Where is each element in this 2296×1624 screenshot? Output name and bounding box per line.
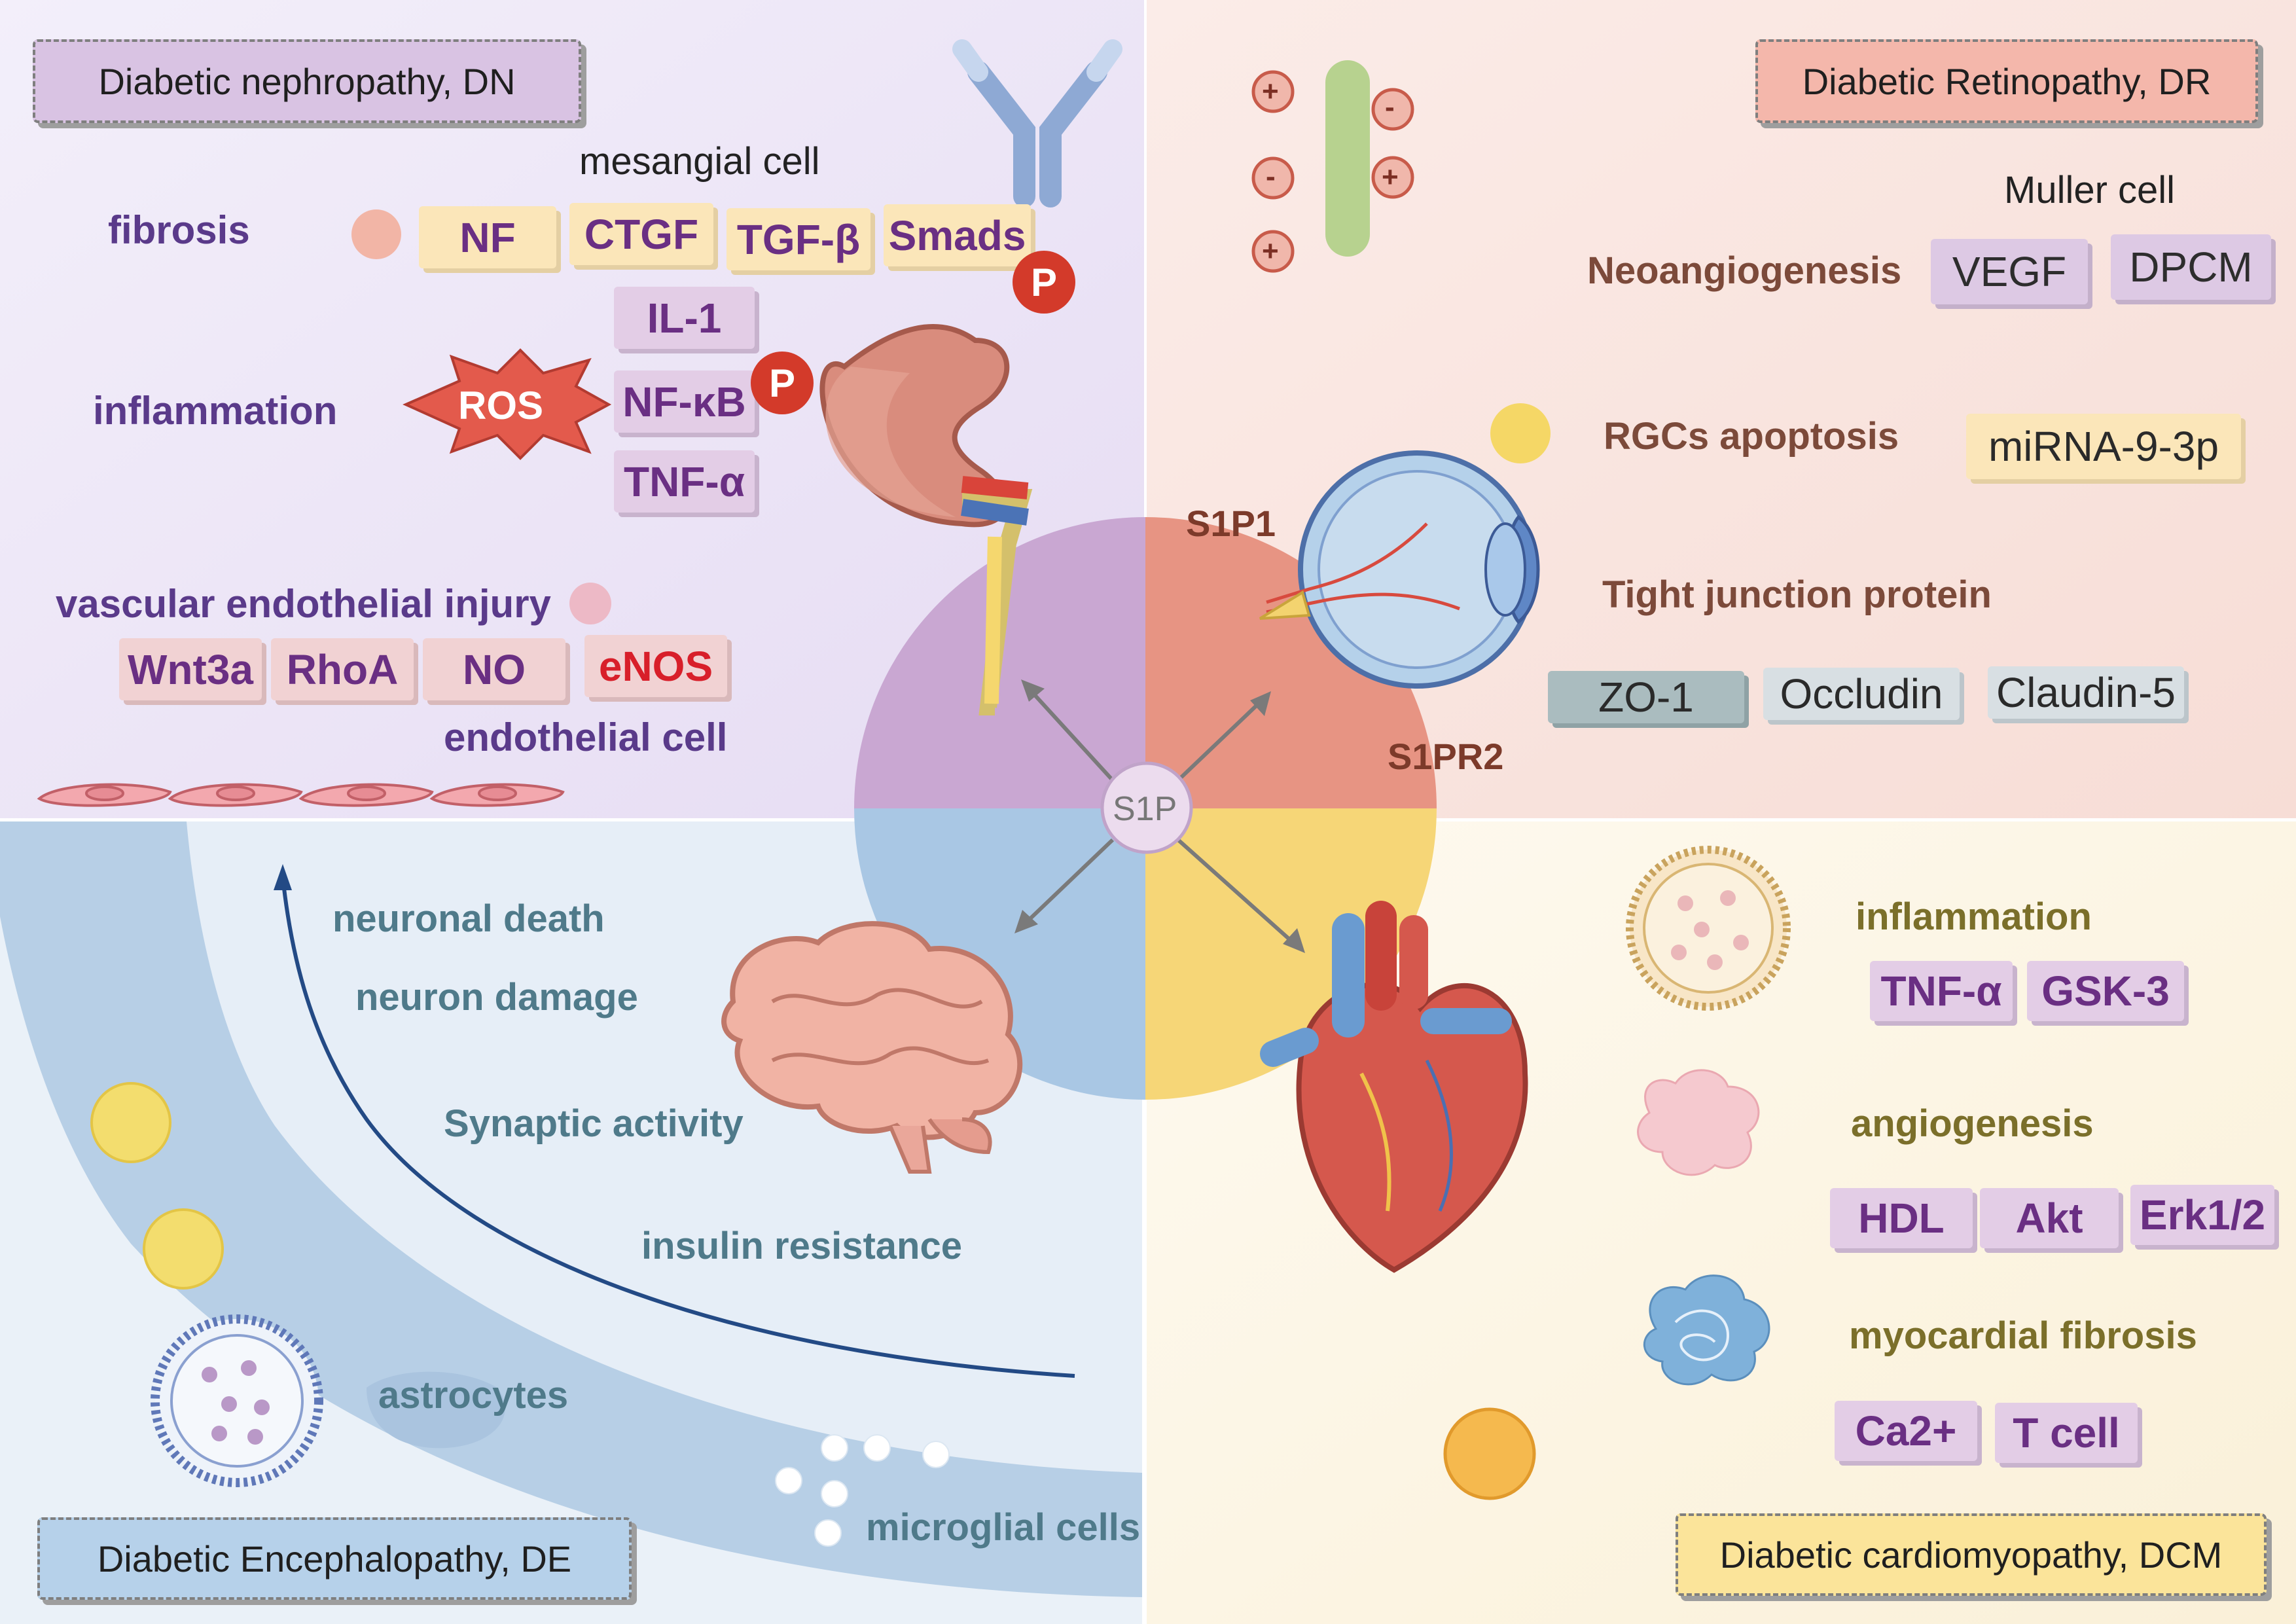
eye-icon (1259, 450, 1540, 689)
dn-inflammation-label: inflammation (93, 389, 338, 433)
mesangial-cell-label: mesangial cell (579, 140, 820, 183)
dr-title: Diabetic Retinopathy, DR (1755, 39, 2258, 123)
neuron-damage-label: neuron damage (355, 976, 638, 1019)
ca2-marker: Ca2+ (1835, 1401, 1977, 1461)
yellow-ball-1 (90, 1082, 171, 1163)
orange-ball (1443, 1407, 1536, 1500)
ros-label: ROS (458, 384, 544, 427)
dn-title: Diabetic nephropathy, DN (33, 39, 581, 123)
synaptic-activity-label: Synaptic activity (444, 1102, 744, 1145)
rgc-dot (1490, 403, 1551, 463)
rhoa-marker: RhoA (271, 638, 414, 700)
kidney-icon (819, 324, 1033, 715)
dpcm-marker: DPCM (2111, 234, 2271, 300)
dcm-tnfa-marker: TNF-α (1870, 961, 2013, 1021)
center-arrows (1022, 687, 1296, 946)
muller-cell-label: Muller cell (2004, 169, 2176, 211)
no-marker: NO (423, 638, 565, 700)
center-arrowheads (1014, 679, 1305, 953)
vascular-injury-label: vascular endothelial injury (56, 582, 551, 626)
akt-marker: Akt (1980, 1188, 2119, 1248)
tcell-marker: T cell (1995, 1403, 2138, 1463)
phospho-badge-smads: P (1013, 251, 1075, 314)
s1p-node (1100, 761, 1193, 854)
endothelial-cells (37, 783, 565, 807)
fibrosis-label: fibrosis (108, 208, 250, 252)
occludin-marker: Occludin (1763, 668, 1960, 720)
dcm-title: Diabetic cardiomyopathy, DCM (1676, 1513, 2267, 1596)
gsk3-marker: GSK-3 (2027, 961, 2184, 1021)
ros-star-icon (403, 348, 612, 460)
vesicle-icon (1626, 846, 1791, 1011)
charge-plus-1: + (1262, 75, 1279, 107)
vascular-dot (569, 583, 611, 624)
endothelial-cell-label: endothelial cell (444, 715, 728, 759)
insulin-resistance-label: insulin resistance (641, 1225, 962, 1267)
vegf-marker: VEGF (1931, 239, 2088, 304)
microglial-cells-label: microglial cells (866, 1506, 1141, 1549)
fibrosis-dot (351, 209, 401, 259)
ctgf-marker: CTGF (569, 203, 713, 265)
tgf-beta-marker: TGF-β (726, 208, 870, 270)
phospho-badge-nfkb: P (751, 352, 814, 414)
erk12-marker: Erk1/2 (2130, 1185, 2274, 1245)
antibody-icon (952, 39, 1122, 208)
charge-panel (1251, 60, 1414, 273)
tight-junction-label: Tight junction protein (1602, 573, 1992, 616)
wnt3a-marker: Wnt3a (119, 638, 262, 700)
nf-marker: NF (419, 206, 556, 268)
fibrous-cell-icon (1643, 1274, 1770, 1386)
rgc-apoptosis-label: RGCs apoptosis (1604, 415, 1899, 458)
smads-marker: Smads (884, 204, 1031, 266)
de-arrowhead (274, 864, 292, 890)
pink-cell-icon (1637, 1069, 1760, 1176)
de-vesicle-icon (151, 1314, 323, 1487)
claudin5-marker: Claudin-5 (1988, 666, 2184, 719)
nfkb-marker: NF-κB (614, 370, 755, 433)
mirna-marker: miRNA-9-3p (1966, 414, 2241, 479)
de-title: Diabetic Encephalopathy, DE (37, 1517, 632, 1600)
s1p-label: S1P (1113, 790, 1177, 828)
charge-plus-3: + (1262, 235, 1279, 267)
charge-minus-1: - (1385, 91, 1395, 123)
dcm-inflammation-label: inflammation (1856, 895, 2092, 938)
s1pr2-label: S1PR2 (1388, 736, 1504, 777)
enos-marker: eNOS (584, 635, 727, 697)
yellow-ball-2 (143, 1208, 224, 1290)
il1-marker: IL-1 (614, 287, 755, 349)
dcm-angiogenesis-label: angiogenesis (1851, 1102, 2094, 1145)
microglial-dots (775, 1434, 950, 1547)
zo1-marker: ZO-1 (1548, 671, 1744, 723)
heart-icon (1260, 901, 1528, 1273)
myocardial-fibrosis-label: myocardial fibrosis (1849, 1314, 2197, 1357)
dn-tnfa-marker: TNF-α (614, 450, 755, 513)
de-curve-arrow (281, 876, 1075, 1378)
charge-minus-2: - (1266, 160, 1276, 192)
s1p1-label: S1P1 (1186, 503, 1276, 544)
charge-plus-2: + (1382, 161, 1399, 193)
neoangiogenesis-label: Neoangiogenesis (1587, 249, 1902, 292)
astrocyte-shape (367, 1371, 505, 1449)
neuronal-death-label: neuronal death (332, 897, 605, 940)
astrocytes-label: astrocytes (378, 1374, 569, 1416)
hdl-marker: HDL (1830, 1188, 1973, 1248)
brain-icon (721, 921, 1023, 1174)
